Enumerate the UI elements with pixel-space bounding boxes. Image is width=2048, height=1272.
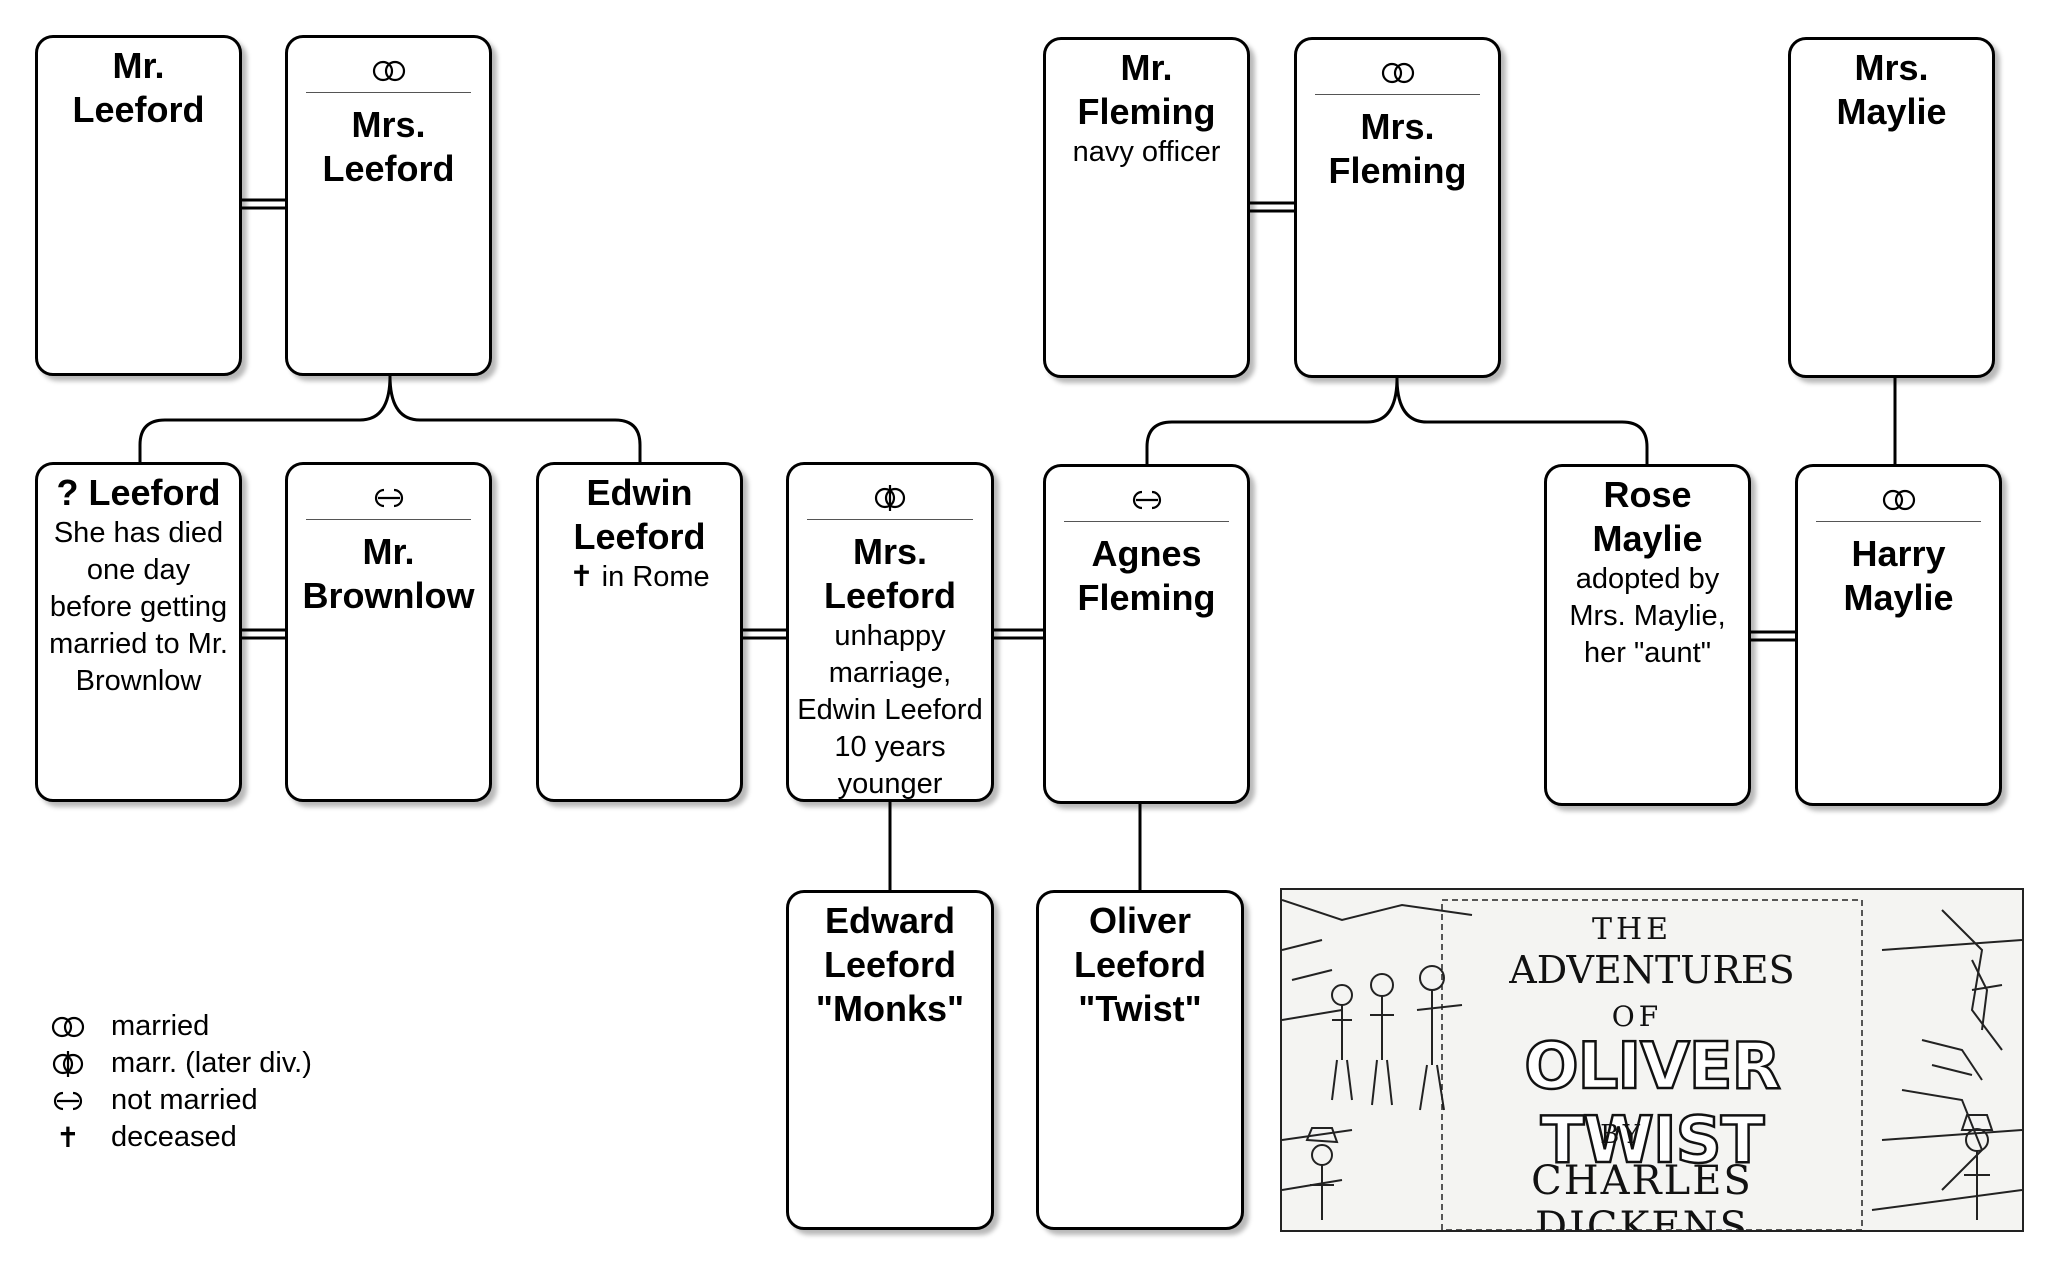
person-card-edwin-leeford[interactable]: Edwin Leeford ✝ in Rome [536, 462, 743, 802]
person-card-mrs-fleming[interactable]: Mrs. Fleming [1294, 37, 1501, 378]
person-name: Mrs. Maylie [1836, 47, 1947, 132]
banner-title: OLIVER TWIST [1523, 1029, 1782, 1180]
legend-label: not married [111, 1084, 258, 1116]
legend-label: married [111, 1010, 210, 1042]
banner-by: BY [1600, 1120, 1644, 1150]
married-icon [1816, 479, 1981, 522]
married-icon [38, 1014, 98, 1040]
book-cover-illustration: THE ADVENTURES OF OLIVER TWIST BY CHARLE… [1280, 888, 2024, 1232]
person-card-mr-leeford[interactable]: Mr. Leeford [35, 35, 242, 376]
banner-the: THE [1591, 912, 1673, 947]
person-name: Rose Maylie [1592, 474, 1703, 559]
person-note: unhappy marriage, Edwin Leeford 10 years… [797, 620, 983, 800]
person-note: adopted by Mrs. Maylie, her "aunt" [1569, 563, 1726, 669]
person-name: ? Leeford [56, 472, 221, 513]
legend-item-deceased: ✝ deceased [38, 1119, 312, 1156]
divorced-icon [807, 477, 973, 520]
person-name: Edward Leeford "Monks" [815, 900, 965, 1029]
married-icon [1315, 52, 1480, 95]
person-card-oliver-leeford[interactable]: Oliver Leeford "Twist" [1036, 890, 1244, 1230]
person-card-edward-leeford[interactable]: Edward Leeford "Monks" [786, 890, 994, 1230]
banner-author: CHARLES DICKENS [1531, 1158, 1753, 1232]
person-name: Mrs. Leeford [322, 104, 455, 189]
not-married-icon [1064, 479, 1229, 522]
person-note: ✝ in Rome [569, 561, 710, 593]
person-name: Oliver Leeford "Twist" [1073, 900, 1206, 1029]
legend-item-married: married [38, 1008, 312, 1045]
person-card-agnes-fleming[interactable]: Agnes Fleming [1043, 464, 1250, 804]
person-name: Mr. Leeford [72, 45, 205, 130]
not-married-icon [306, 477, 471, 520]
person-card-mrs-maylie[interactable]: Mrs. Maylie [1788, 37, 1995, 378]
legend-item-not-married: not married [38, 1082, 312, 1119]
person-note: navy officer [1072, 136, 1221, 168]
person-card-rose-maylie[interactable]: Rose Maylie adopted by Mrs. Maylie, her … [1544, 464, 1751, 806]
person-name: Edwin Leeford [573, 472, 706, 557]
legend-item-divorced: marr. (later div.) [38, 1045, 312, 1082]
not-married-icon [38, 1088, 98, 1114]
legend: married marr. (later div.) not married ✝… [38, 1008, 312, 1156]
legend-label: deceased [111, 1121, 237, 1153]
person-card-mr-brownlow[interactable]: Mr. Brownlow [285, 462, 492, 802]
person-card-unknown-leeford[interactable]: ? Leeford She has died one day before ge… [35, 462, 242, 802]
cross-icon: ✝ [56, 1122, 80, 1153]
person-card-harry-maylie[interactable]: Harry Maylie [1795, 464, 2002, 806]
person-name: Mrs. Fleming [1328, 106, 1467, 191]
divorced-icon [38, 1049, 98, 1079]
person-card-mr-fleming[interactable]: Mr. Fleming navy officer [1043, 37, 1250, 378]
person-name: Mr. Fleming [1077, 47, 1216, 132]
person-card-mrs-leeford[interactable]: Mrs. Leeford unhappy marriage, Edwin Lee… [786, 462, 994, 802]
person-card-mrs-leeford-elder[interactable]: Mrs. Leeford [285, 35, 492, 376]
person-name: Mr. Brownlow [302, 531, 475, 616]
person-name: Mrs. Leeford [823, 531, 956, 616]
married-icon [306, 50, 471, 93]
person-name: Harry Maylie [1843, 533, 1954, 618]
person-name: Agnes Fleming [1077, 533, 1216, 618]
legend-label: marr. (later div.) [111, 1047, 312, 1079]
banner-of: OF [1611, 1000, 1663, 1033]
banner-adventures: ADVENTURES [1509, 948, 1795, 992]
person-note: She has died one day before getting marr… [49, 517, 228, 697]
